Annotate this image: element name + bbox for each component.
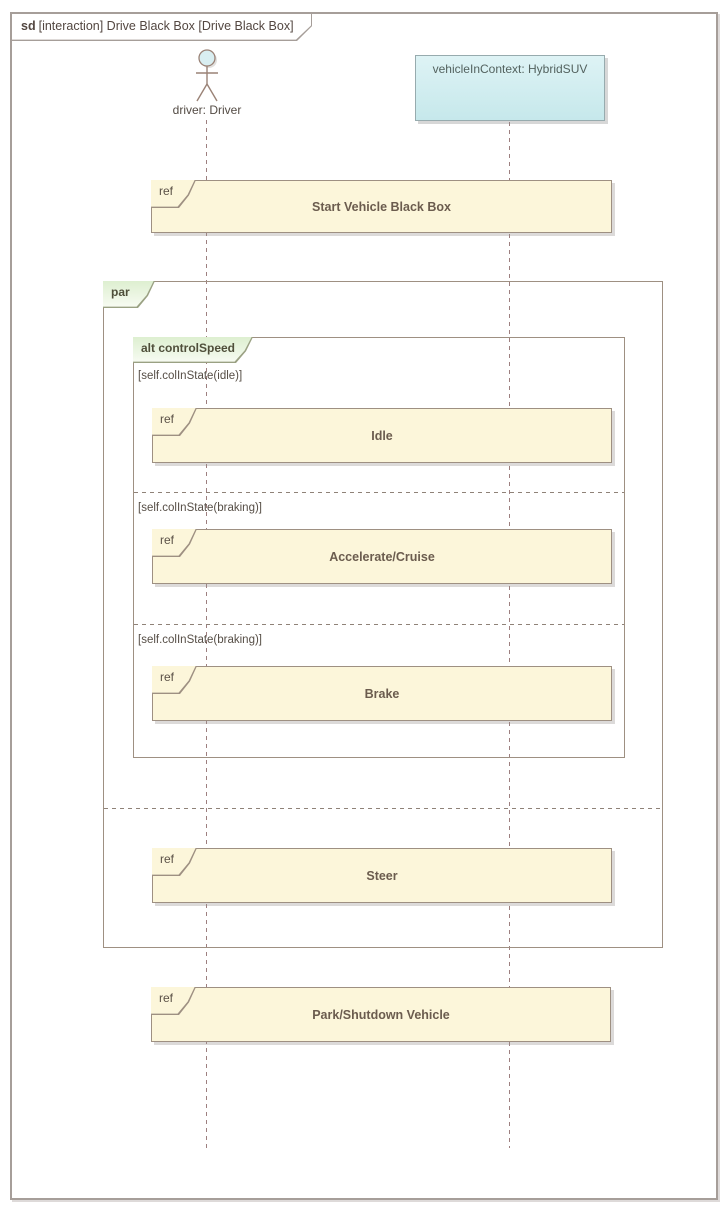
frame-name-tab[interactable]: sd[interaction] Drive Black Box [Drive B…: [12, 14, 312, 41]
ref-accelerate-cruise-label: Accelerate/Cruise: [329, 549, 435, 564]
alt-operator-tag: alt controlSpeed: [133, 337, 253, 363]
lifeline-vehicle[interactable]: [509, 122, 510, 1148]
ref-operator-label: ref: [160, 852, 175, 866]
alt-operator-label: alt controlSpeed: [141, 341, 236, 355]
ref-operator-label: ref: [159, 991, 174, 1005]
par-operator-label: par: [111, 285, 130, 299]
ref-steer-label: Steer: [366, 868, 398, 883]
tag-fill: [133, 337, 252, 362]
ref-brake[interactable]: ref Brake: [152, 666, 612, 721]
alt-operand-divider-1: [134, 492, 624, 493]
ref-steer[interactable]: ref Steer: [152, 848, 612, 903]
ref-accelerate-cruise[interactable]: ref Accelerate/Cruise: [152, 529, 612, 584]
alt-guard-idle: [self.colInState(idle)]: [138, 370, 243, 382]
ref-operator-tag: ref: [152, 408, 197, 436]
actor-driver[interactable]: driver: Driver: [150, 48, 264, 118]
par-fragment[interactable]: par alt controlSpeed [self.colInState(id…: [103, 281, 663, 948]
ref-idle-label: Idle: [371, 428, 393, 443]
ref-operator-tag: ref: [152, 529, 197, 557]
ref-operator-tag: ref: [151, 987, 196, 1015]
ref-operator-label: ref: [159, 184, 174, 198]
actor-driver-label: driver: Driver: [172, 103, 242, 117]
ref-operator-label: ref: [160, 670, 175, 684]
frame-keyword: sd: [21, 19, 36, 33]
ref-brake-label: Brake: [364, 686, 400, 701]
frame-tab-fill: [12, 14, 311, 40]
ref-operator-tag: ref: [152, 848, 197, 876]
actor-icon: [196, 49, 218, 102]
lifeline-head-vehicle-label: vehicleInContext: HybridSUV: [432, 62, 588, 76]
ref-start-label: Start Vehicle Black Box: [312, 199, 451, 214]
ref-operator-label: ref: [160, 412, 175, 426]
alt-operand-divider-2: [134, 624, 624, 625]
ref-idle[interactable]: ref Idle: [152, 408, 612, 463]
ref-start-vehicle-black-box[interactable]: ref Start Vehicle Black Box: [151, 180, 612, 233]
interaction-frame[interactable]: [10, 12, 718, 1200]
par-operand-divider: [104, 808, 662, 809]
ref-park-shutdown-vehicle[interactable]: ref Park/Shutdown Vehicle: [151, 987, 611, 1042]
ref-operator-label: ref: [160, 533, 175, 547]
lifeline-driver[interactable]: [206, 120, 207, 1148]
ref-operator-tag: ref: [152, 666, 197, 694]
ref-park-label: Park/Shutdown Vehicle: [312, 1007, 450, 1022]
frame-title-text: [interaction] Drive Black Box [Drive Bla…: [38, 19, 294, 33]
par-operator-tag: par: [103, 281, 155, 308]
frame-title: sd[interaction] Drive Black Box [Drive B…: [21, 19, 294, 33]
alt-guard-braking-1: [self.colInState(braking)]: [138, 502, 263, 514]
ref-operator-tag: ref: [151, 180, 196, 208]
lifeline-head-vehicle[interactable]: vehicleInContext: HybridSUV: [415, 55, 605, 121]
alt-guard-braking-2: [self.colInState(braking)]: [138, 634, 263, 646]
alt-fragment[interactable]: alt controlSpeed [self.colInState(idle)]…: [133, 337, 625, 758]
